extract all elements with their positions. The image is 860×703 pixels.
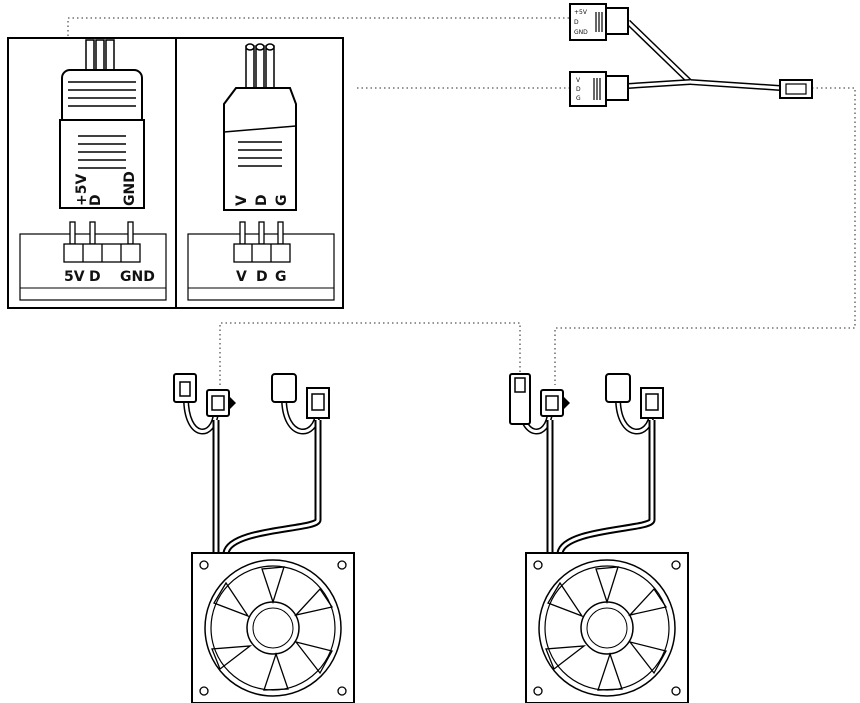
fan-1 [192,553,354,703]
splitter-cable: +5V D GND V D G [570,4,812,106]
header-label-gnd: GND [120,269,155,285]
fan-2 [526,553,688,703]
header-label-d2: D [256,269,268,285]
header-label-g: G [275,269,287,285]
plug-label-gnd: GND [122,171,138,206]
splitter-top-label-d: D [574,19,579,26]
plug-label-d: D [88,194,104,206]
panel-5v-argb: +5V D GND 5V D GND [8,38,176,308]
header-label-d: D [89,269,101,285]
splitter-bottom-label-g: G [576,95,581,102]
plug-label-g: G [274,195,290,207]
panel-5v-vdg: V D G V D G [176,38,343,308]
splitter-top-label-gnd: GND [574,29,588,36]
header-label-5v: 5V [64,269,85,285]
splitter-bottom-label-d: D [576,86,581,93]
plug-label-v: V [234,195,250,206]
fan-assembly-1 [174,374,354,703]
plug-label-d2: D [254,194,270,206]
splitter-top-label-5v: +5V [574,9,588,16]
header-label-v: V [236,269,247,285]
fan-assembly-2 [510,374,688,703]
